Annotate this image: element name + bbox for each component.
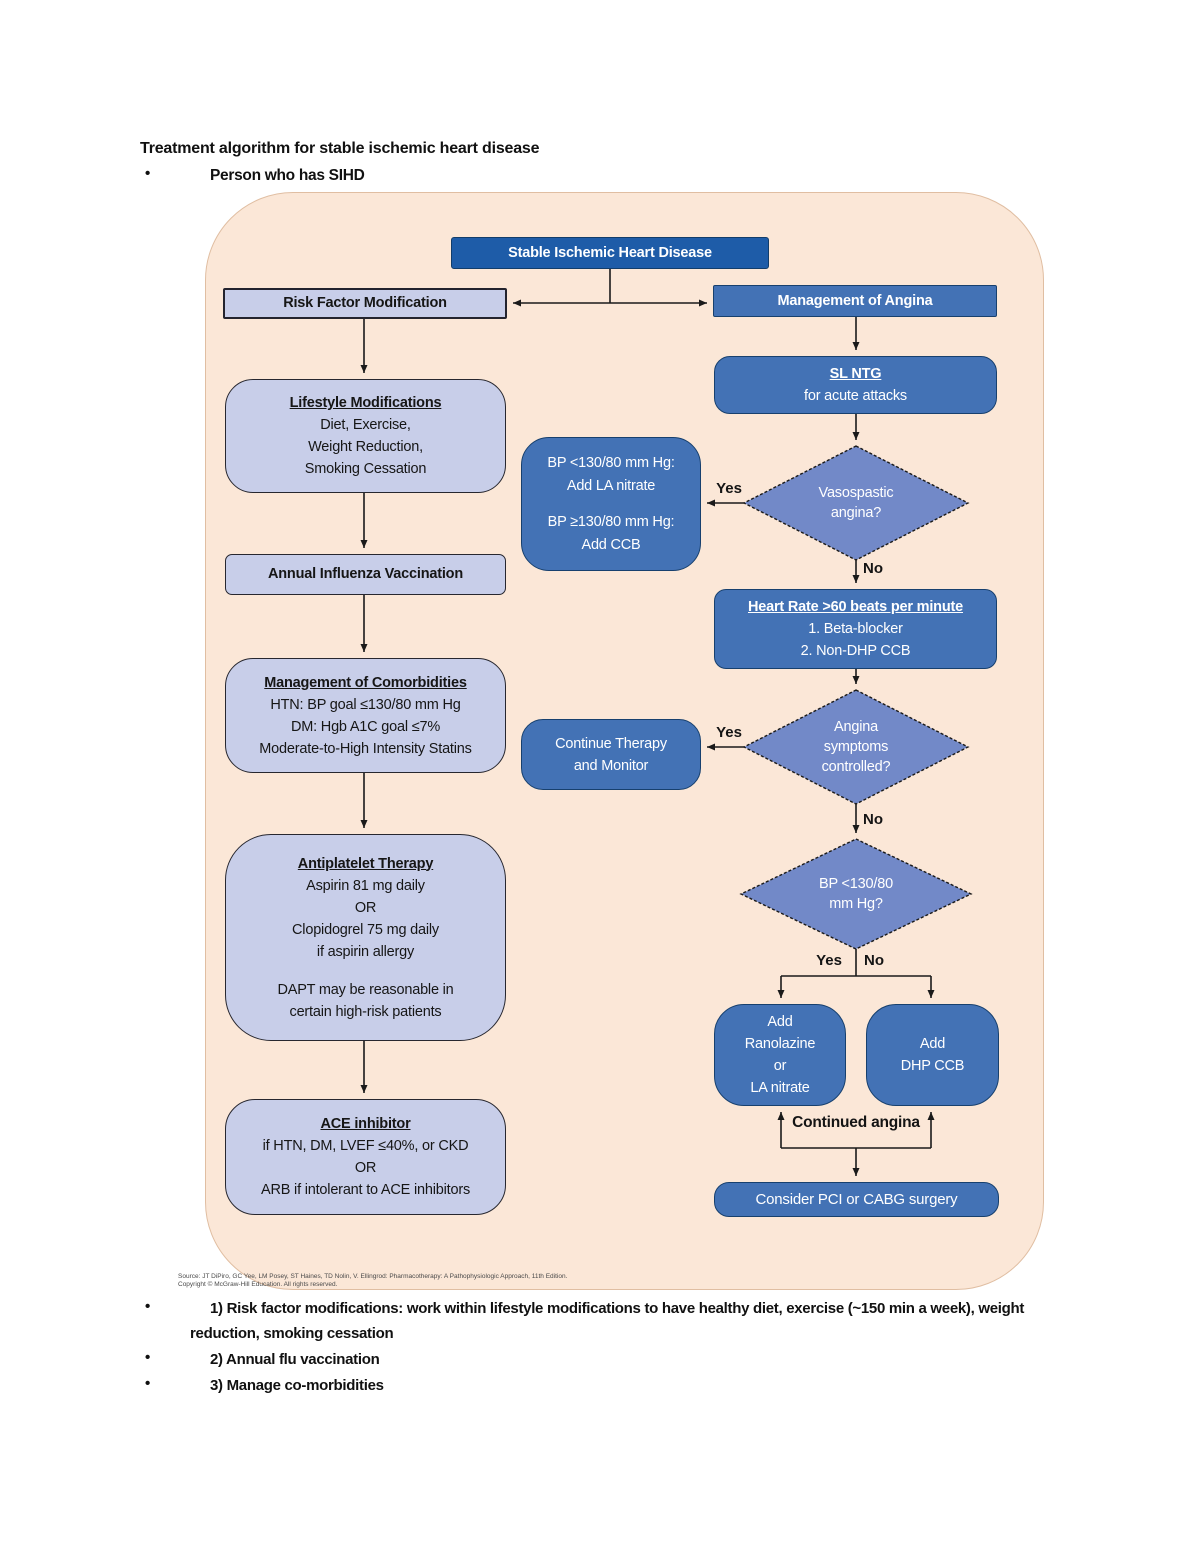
intro-bullet-text: Person who has SIHD — [210, 167, 365, 184]
node-line: BP ≥130/80 mm Hg: — [547, 513, 675, 530]
node-line: Angina — [834, 719, 878, 735]
note-text: 3) Manage co-morbidities — [210, 1377, 384, 1394]
flowchart-connectors — [360, 269, 973, 1176]
node-line: HTN: BP goal ≤130/80 mm Hg — [270, 696, 461, 713]
node-label: Management of Angina — [777, 292, 933, 309]
node-antiplatelet-therapy: Antiplatelet Therapy Aspirin 81 mg daily… — [225, 834, 506, 1041]
notes-list: • 1) Risk factor modifications: work wit… — [145, 1296, 1075, 1399]
edge-label-no-vasospastic: No — [863, 560, 883, 577]
node-sl-ntg: SL NTG for acute attacks — [714, 356, 997, 414]
node-line: Add — [767, 1014, 793, 1030]
source-line: Source: JT DiPiro, GC Yee, LM Posey, ST … — [178, 1273, 568, 1280]
node-line: if aspirin allergy — [316, 943, 415, 960]
node-line: OR — [354, 1160, 377, 1176]
node-line: certain high-risk patients — [289, 1003, 442, 1020]
bullet-icon: • — [145, 1375, 151, 1392]
node-line: Add LA nitrate — [566, 477, 656, 494]
node-line: Ranolazine — [744, 1036, 816, 1052]
edge-label-no-bp: No — [864, 952, 884, 969]
node-line: ARB if intolerant to ACE inhibitors — [261, 1182, 470, 1198]
edge-label-yes-bp: Yes — [816, 952, 842, 969]
node-title: ACE inhibitor — [320, 1116, 411, 1132]
edge-label-continued-angina: Continued angina — [792, 1114, 920, 1131]
source-attribution: Source: JT DiPiro, GC Yee, LM Posey, ST … — [178, 1273, 567, 1289]
node-add-dhp-ccb: Add DHP CCB — [866, 1004, 999, 1106]
node-title: Management of Comorbidities — [264, 674, 467, 691]
decision-vasospastic-shape — [742, 445, 970, 561]
node-line: symptoms — [823, 739, 889, 755]
decision-vasospastic-angina: Vasospastic angina? — [744, 446, 968, 560]
node-title: Lifestyle Modifications — [289, 395, 442, 411]
node-line: controlled? — [821, 759, 891, 775]
node-line: angina? — [830, 505, 882, 521]
node-line: Clopidogrel 75 mg daily — [292, 921, 439, 938]
node-line: Add — [919, 1036, 946, 1052]
node-title: SL NTG — [829, 366, 882, 382]
decision-angina-controlled-shape — [742, 689, 970, 805]
note-text: 1) Risk factor modifications: work withi… — [190, 1300, 1025, 1342]
decision-angina-symptoms-controlled: Angina symptoms controlled? — [744, 690, 968, 804]
node-bp-add-la-nitrate-or-ccb: BP <130/80 mm Hg: Add LA nitrate BP ≥130… — [521, 437, 701, 571]
node-label: Consider PCI or CABG surgery — [755, 1191, 958, 1208]
node-line: Smoking Cessation — [304, 461, 427, 477]
node-consider-pci-or-cabg: Consider PCI or CABG surgery — [714, 1182, 999, 1217]
node-line: Diet, Exercise, — [320, 417, 411, 433]
node-line: Weight Reduction, — [308, 439, 423, 455]
node-lifestyle-modifications: Lifestyle Modifications Diet, Exercise, … — [225, 379, 506, 493]
node-label: Risk Factor Modification — [283, 295, 447, 311]
node-line: Moderate-to-High Intensity Statins — [259, 740, 472, 757]
node-risk-factor-modification: Risk Factor Modification — [223, 288, 507, 319]
node-line: LA nitrate — [750, 1080, 810, 1096]
node-line: DM: Hgb A1C goal ≤7% — [290, 718, 441, 735]
node-label: Annual Influenza Vaccination — [267, 566, 463, 582]
node-heart-rate-over-60: Heart Rate >60 beats per minute 1. Beta-… — [714, 589, 997, 669]
node-add-ranolazine-or-la-nitrate: Add Ranolazine or LA nitrate — [714, 1004, 846, 1106]
node-line: mm Hg? — [829, 896, 883, 912]
node-line: Continue Therapy — [555, 735, 667, 752]
list-item: • 1) Risk factor modifications: work wit… — [145, 1296, 1075, 1346]
edge-label-yes-controlled: Yes — [716, 724, 742, 741]
bullet-icon: • — [145, 1349, 151, 1366]
intro-bullet-row: • Person who has SIHD — [145, 163, 1045, 188]
node-line: for acute attacks — [804, 388, 907, 404]
doc-title: Treatment algorithm for stable ischemic … — [140, 140, 540, 157]
bullet-icon: • — [145, 1298, 151, 1315]
node-line: Aspirin 81 mg daily — [306, 877, 425, 894]
node-line: Add CCB — [581, 536, 641, 553]
node-line: DHP CCB — [900, 1058, 965, 1074]
node-title: Antiplatelet Therapy — [297, 855, 434, 872]
edge-label-yes-vasospastic: Yes — [716, 480, 742, 497]
node-management-of-comorbidities: Management of Comorbidities HTN: BP goal… — [225, 658, 506, 773]
node-line: OR — [354, 899, 377, 916]
bullet-icon: • — [145, 165, 151, 182]
node-line: 1. Beta-blocker — [808, 621, 903, 637]
list-item: • 2) Annual flu vaccination — [145, 1347, 1075, 1372]
node-line: DAPT may be reasonable in — [277, 981, 454, 998]
note-text: 2) Annual flu vaccination — [210, 1351, 380, 1368]
node-line: BP <130/80 mm Hg: — [547, 454, 675, 471]
edge-label-no-controlled: No — [863, 811, 883, 828]
node-line: or — [773, 1058, 787, 1074]
node-label: Stable Ischemic Heart Disease — [508, 244, 712, 261]
node-line: and Monitor — [573, 757, 649, 774]
node-continue-therapy-and-monitor: Continue Therapy and Monitor — [521, 719, 701, 790]
node-annual-influenza-vaccination: Annual Influenza Vaccination — [225, 554, 506, 595]
node-stable-ischemic-heart-disease: Stable Ischemic Heart Disease — [451, 237, 769, 269]
node-line: Vasospastic — [818, 485, 894, 501]
decision-bp-under-130-80: BP <130/80 mm Hg? — [741, 839, 971, 949]
node-ace-inhibitor: ACE inhibitor if HTN, DM, LVEF ≤40%, or … — [225, 1099, 506, 1215]
node-line: if HTN, DM, LVEF ≤40%, or CKD — [262, 1138, 469, 1154]
node-management-of-angina: Management of Angina — [713, 285, 997, 317]
node-line: 2. Non-DHP CCB — [800, 643, 911, 659]
flowchart-canvas: Stable Ischemic Heart Disease Risk Facto… — [205, 192, 1044, 1290]
node-title: Heart Rate >60 beats per minute — [747, 599, 963, 615]
source-line: Copyright © McGraw-Hill Education. All r… — [178, 1281, 338, 1288]
list-item: • 3) Manage co-morbidities — [145, 1373, 1075, 1398]
decision-bp-shape — [739, 838, 973, 950]
connector-lines — [360, 269, 935, 1176]
node-line: BP <130/80 — [819, 876, 893, 892]
